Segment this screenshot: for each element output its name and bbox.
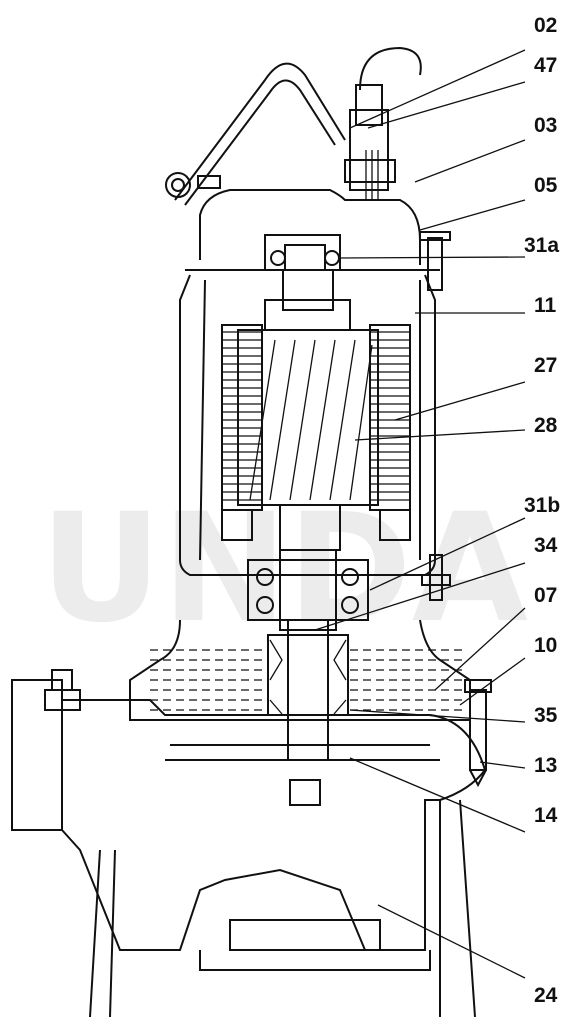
leader-lines: [314, 49, 526, 979]
callouts: 02 47 03 05 31a 11 27 28 31b 34 07 10 35…: [524, 14, 560, 1007]
callout-28: 28: [534, 414, 558, 437]
callout-11: 11: [534, 294, 557, 317]
callout-47: 47: [534, 54, 557, 77]
callout-02: 02: [534, 14, 557, 37]
pump-drawing: [11, 46, 492, 1017]
callout-07: 07: [534, 584, 557, 607]
callout-31a: 31a: [524, 234, 559, 257]
callout-27: 27: [534, 354, 557, 377]
callout-14: 14: [534, 804, 558, 827]
callout-24: 24: [534, 984, 558, 1007]
callout-05: 05: [534, 174, 558, 197]
callout-13: 13: [534, 754, 557, 777]
callout-34: 34: [534, 534, 558, 557]
callout-10: 10: [534, 634, 557, 657]
watermark-text: UNDA: [40, 482, 528, 656]
callout-35: 35: [534, 704, 558, 727]
callout-31b: 31b: [524, 494, 560, 517]
callout-03: 03: [534, 114, 557, 137]
